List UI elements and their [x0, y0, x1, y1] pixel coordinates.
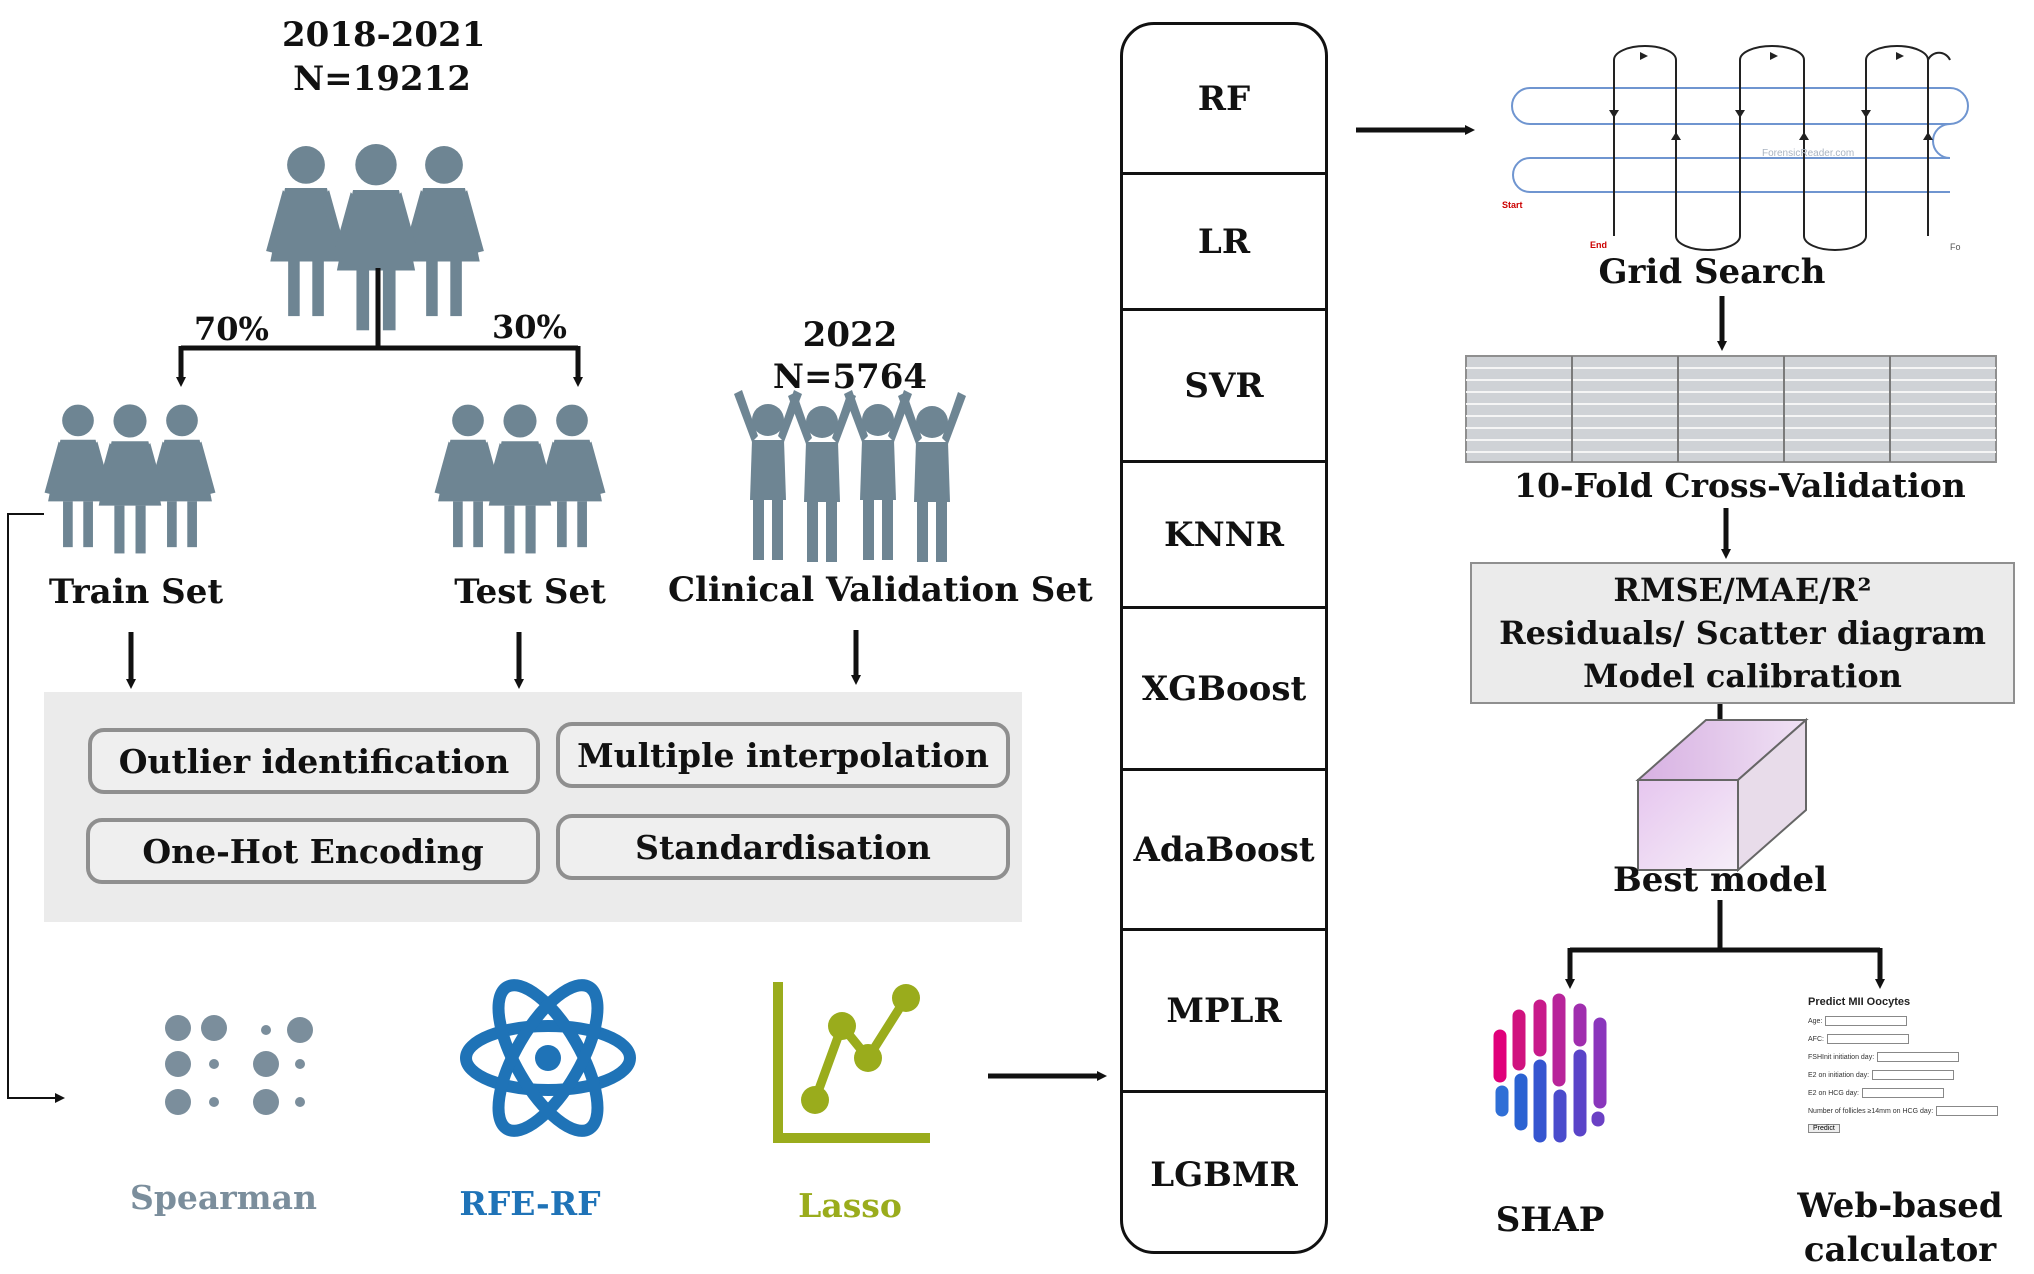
grid-search-illustration: Start End ForensicReader.com Fo: [1502, 45, 1969, 252]
calculator-title: Predict MII Oocytes: [1808, 996, 1911, 1008]
best-model-label: Best model: [1612, 860, 1828, 900]
model-rf: RF: [1123, 25, 1325, 175]
calculator-field-e2-hcg: E2 on HCG day:: [1808, 1088, 2034, 1098]
calculator-field-label: AFC:: [1808, 1035, 1824, 1043]
calculator-field-label: Number of follicles ≥14mm on HCG day:: [1808, 1107, 1934, 1115]
calculator-input-follicles[interactable]: [1936, 1106, 1999, 1116]
calculator-field-fsh: FSHInit initiation day:: [1808, 1052, 2034, 1062]
feature-selection-connector: [7, 513, 65, 1103]
shap-label: SHAP: [1495, 1200, 1605, 1240]
cross-validation-label: 10-Fold Cross-Validation: [1514, 466, 1966, 505]
grid-start-label: Start: [1502, 200, 1523, 210]
model-lgbmr: LGBMR: [1150, 1155, 1298, 1195]
evaluation-metrics-box: RMSE/MAE/R² Residuals/ Scatter diagram M…: [1470, 562, 2015, 704]
train-people-icon: [44, 404, 216, 554]
cross-validation-table: [1465, 355, 1997, 463]
clinical-validation-set-label: Clinical Validation Set: [668, 570, 1093, 610]
evaluation-residuals-line: Residuals/ Scatter diagram: [1499, 613, 1986, 652]
calculator-field-label: E2 on HCG day:: [1808, 1089, 1859, 1097]
calculator-field-follicles: Number of follicles ≥14mm on HCG day:: [1808, 1106, 2034, 1116]
train-percent: 70%: [194, 310, 269, 348]
lasso-chart-icon: [773, 982, 930, 1143]
test-set-label: Test Set: [454, 572, 606, 612]
spearman-label: Spearman: [130, 1178, 317, 1217]
calculator-field-label: Age:: [1808, 1017, 1823, 1025]
preprocess-arrows: [126, 630, 861, 689]
validation-count: N=5764: [772, 357, 928, 397]
rfe-rf-label: RFE-RF: [459, 1184, 601, 1223]
calculator-predict-button[interactable]: Predict: [1808, 1124, 1840, 1133]
calculator-input-fsh[interactable]: [1877, 1052, 1960, 1062]
shap-logo-icon: [1493, 993, 1607, 1143]
cohort-years: 2018-2021: [282, 15, 486, 55]
model-xgboost: XGBoost: [1123, 609, 1325, 771]
test-people-icon: [434, 404, 606, 554]
grid-end-label: End: [1590, 240, 1607, 250]
calculator-input-e2-hcg[interactable]: [1861, 1088, 1944, 1098]
calculator-field-afc: AFC:: [1808, 1034, 2034, 1044]
best-model-cube-icon: [1635, 717, 1809, 873]
web-calculator-label-line2: calculator: [1803, 1230, 1997, 1270]
calculator-field-label: FSHInit initiation day:: [1808, 1053, 1875, 1061]
rfe-rf-atom-icon: [460, 979, 636, 1137]
test-percent: 30%: [492, 308, 567, 346]
outlier-identification-box: Outlier identification: [88, 728, 540, 794]
multiple-interpolation-box: Multiple interpolation: [556, 722, 1010, 788]
calculator-field-label: E2 on initiation day:: [1808, 1071, 1870, 1079]
model-knnr: KNNR: [1123, 463, 1325, 609]
standardisation-box: Standardisation: [556, 814, 1010, 880]
grid-corner-label: Fo: [1950, 242, 1961, 252]
model-adaboost: AdaBoost: [1123, 771, 1325, 931]
train-set-label: Train Set: [48, 572, 224, 612]
web-calculator-label-line1: Web-based: [1797, 1186, 2003, 1226]
calculator-input-afc[interactable]: [1826, 1034, 1909, 1044]
one-hot-encoding-box: One-Hot Encoding: [86, 818, 540, 884]
calculator-field-e2-init: E2 on initiation day:: [1808, 1070, 2034, 1080]
split-arrows: [176, 268, 583, 387]
cohort-people-icon: [266, 144, 484, 331]
model-lr: LR: [1123, 175, 1325, 311]
calculator-input-age[interactable]: [1825, 1016, 1908, 1026]
calculator-field-age: Age:: [1808, 1016, 2034, 1026]
grid-watermark: ForensicReader.com: [1762, 148, 1854, 159]
evaluation-calibration-line: Model calibration: [1583, 656, 1902, 695]
model-list: RF LR SVR KNNR XGBoost AdaBoost MPLR LGB…: [1120, 22, 1328, 1254]
model-mplr: MPLR: [1123, 931, 1325, 1093]
spearman-icon: [165, 1015, 313, 1115]
web-calculator-form: Predict MII Oocytes Age: AFC: FSHInit in…: [1808, 996, 2034, 1166]
model-svr: SVR: [1123, 311, 1325, 463]
output-arrows: [1565, 900, 1885, 989]
validation-year: 2022: [802, 315, 898, 355]
grid-search-label: Grid Search: [1598, 252, 1826, 292]
evaluation-metrics-line: RMSE/MAE/R²: [1613, 570, 1872, 609]
validation-people-icon: [734, 390, 966, 562]
lasso-label: Lasso: [798, 1186, 902, 1225]
cohort-count: N=19212: [293, 59, 471, 99]
calculator-input-e2-init[interactable]: [1872, 1070, 1955, 1080]
